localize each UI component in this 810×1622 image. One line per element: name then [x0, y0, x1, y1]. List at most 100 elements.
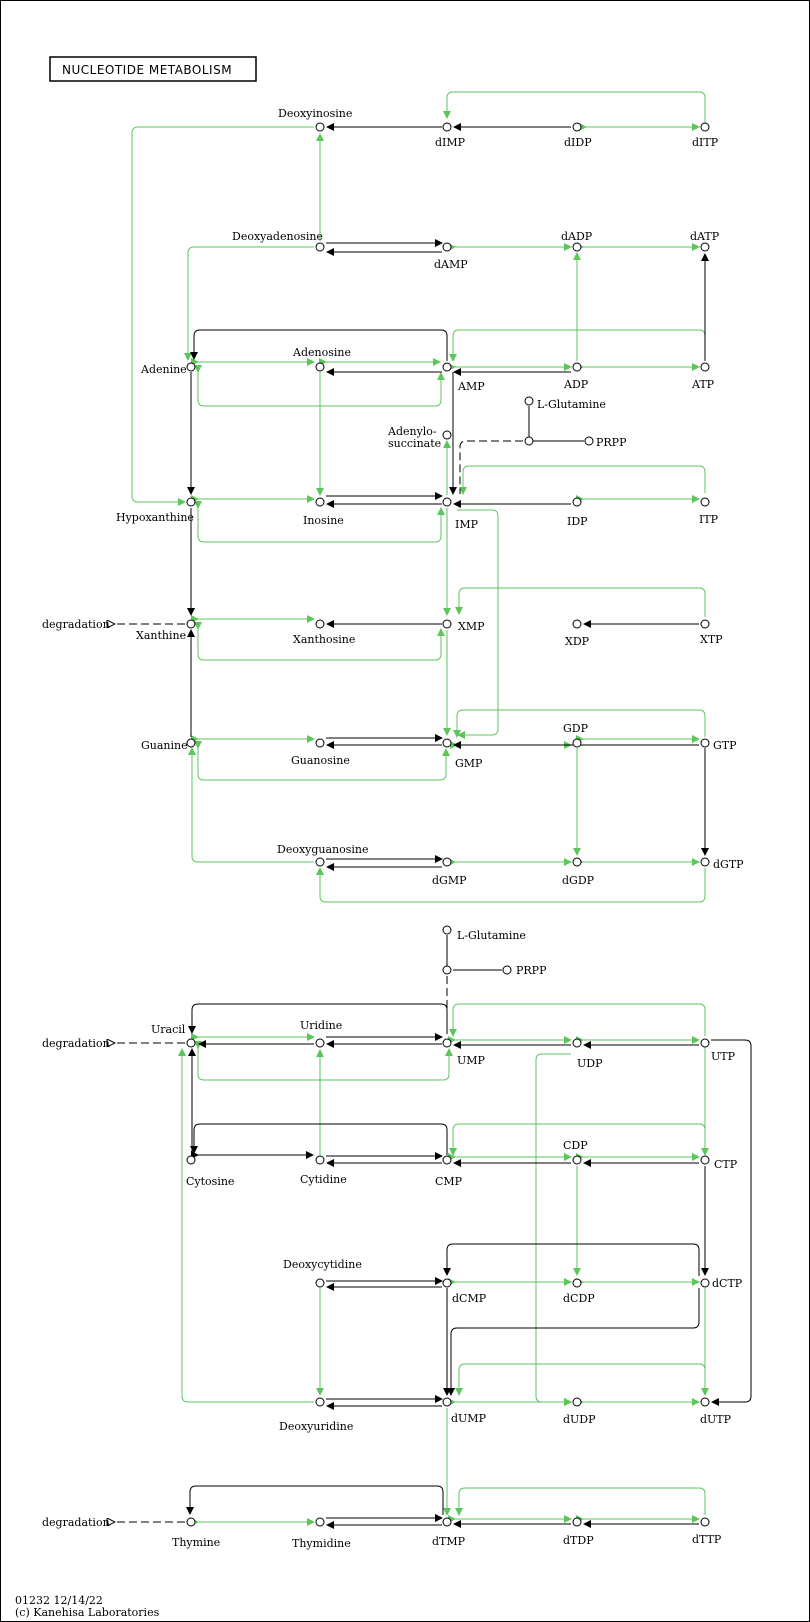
compound-label-deoxyinosine: Deoxyinosine	[278, 107, 352, 120]
compound-label-dgmp: dGMP	[432, 874, 467, 887]
compound-label-ctp: CTP	[714, 1158, 738, 1171]
compound-label-deoxyadenosine: Deoxyadenosine	[232, 230, 323, 243]
compound-label-damp: dAMP	[434, 258, 468, 271]
compound-node-adenylosuccinate[interactable]	[442, 430, 452, 440]
edge-dttp-dtmp	[455, 1487, 706, 1516]
compound-node-deoxyadenosine[interactable]	[315, 242, 325, 252]
edge-ump-uracil	[188, 1003, 448, 1034]
compound-label-ditp: dITP	[692, 136, 719, 149]
compound-label-guanosine: Guanosine	[291, 754, 350, 767]
compound-label-atp: ATP	[691, 378, 715, 391]
compound-node-dudp[interactable]	[572, 1397, 582, 1407]
compound-node-deoxyuridine[interactable]	[315, 1397, 325, 1407]
compound-label-idp: IDP	[567, 515, 588, 528]
compound-node-dcmp[interactable]	[442, 1278, 452, 1288]
compound-node-guanosine[interactable]	[315, 738, 325, 748]
compound-node-atp[interactable]	[700, 362, 710, 372]
edge-imp-gmp	[457, 509, 499, 739]
compound-label-amp: AMP	[457, 380, 485, 393]
compound-node-dtdp[interactable]	[572, 1517, 582, 1527]
compound-label-lglutamine2: L-Glutamine	[457, 929, 526, 942]
compound-node-thymine[interactable]	[186, 1517, 196, 1527]
compound-node-udp[interactable]	[572, 1038, 582, 1048]
compound-node-uracil[interactable]	[186, 1038, 196, 1048]
edge-itp-imp	[459, 465, 706, 495]
compound-node-uridine[interactable]	[315, 1038, 325, 1048]
compound-node-gdp[interactable]	[572, 738, 582, 748]
compound-node-dadp[interactable]	[572, 242, 582, 252]
edge-deoxyguanosine-guanine	[188, 747, 314, 863]
compound-node-damp[interactable]	[442, 242, 452, 252]
compound-node-dimp[interactable]	[442, 122, 452, 132]
compound-node-xmp[interactable]	[442, 619, 452, 629]
edge-cmp-cytosine	[190, 1123, 448, 1155]
map-title: NUCLEOTIDE METABOLISM	[62, 63, 232, 77]
compound-node-idp[interactable]	[572, 497, 582, 507]
edge-ditp-dimp	[443, 91, 706, 127]
compound-node-itp[interactable]	[700, 497, 710, 507]
compound-node-gmp[interactable]	[442, 738, 452, 748]
compound-node-ump[interactable]	[442, 1038, 452, 1048]
compound-node-xanthosine[interactable]	[315, 619, 325, 629]
edge-dgtp-deoxyguanosine	[316, 867, 706, 903]
compound-node-dgmp[interactable]	[442, 857, 452, 867]
compound-node-xanthine[interactable]	[186, 619, 196, 629]
compound-node-dgtp[interactable]	[700, 857, 710, 867]
edge-deoxyinosine-hypoxanthine	[131, 126, 314, 506]
compound-label-udp: UDP	[577, 1057, 603, 1070]
compound-node-dcdp[interactable]	[572, 1278, 582, 1288]
compound-node-didp[interactable]	[572, 122, 582, 132]
title-box	[49, 56, 257, 82]
compound-node-utp[interactable]	[700, 1038, 710, 1048]
compound-label-dttp: dTTP	[692, 1533, 722, 1546]
compound-node-adenine[interactable]	[186, 362, 196, 372]
compound-label-dcdp: dCDP	[563, 1292, 595, 1305]
compound-node-dttp[interactable]	[700, 1517, 710, 1527]
compound-label-degradation3: degradation	[42, 1516, 110, 1529]
compound-label-uridine: Uridine	[300, 1019, 342, 1032]
compound-node-dump[interactable]	[442, 1397, 452, 1407]
compound-node-inosine[interactable]	[315, 497, 325, 507]
compound-label-xtp: XTP	[700, 633, 723, 646]
compound-node-dtmp[interactable]	[442, 1517, 452, 1527]
compound-node-imp[interactable]	[442, 497, 452, 507]
compound-node-ditp[interactable]	[700, 122, 710, 132]
compound-node-junction2[interactable]	[442, 965, 452, 975]
compound-node-cmp[interactable]	[442, 1155, 452, 1165]
compound-label-ump: UMP	[457, 1054, 486, 1067]
compound-node-lglutamine1[interactable]	[524, 396, 534, 406]
compound-node-xtp[interactable]	[700, 619, 710, 629]
compound-node-cytidine[interactable]	[315, 1155, 325, 1165]
footer-id-date: 01232 12/14/22	[15, 1594, 103, 1607]
compound-node-dutp[interactable]	[700, 1397, 710, 1407]
compound-node-deoxyguanosine[interactable]	[315, 857, 325, 867]
compound-node-deoxycytidine[interactable]	[315, 1278, 325, 1288]
compound-label-dump: dUMP	[451, 1412, 487, 1425]
compound-node-ctp[interactable]	[700, 1155, 710, 1165]
compound-label-inosine: Inosine	[303, 514, 344, 527]
compound-node-dgdp[interactable]	[572, 857, 582, 867]
compound-node-xdp[interactable]	[572, 619, 582, 629]
compound-node-hypoxanthine[interactable]	[186, 497, 196, 507]
compound-node-prpp1[interactable]	[584, 436, 594, 446]
compound-node-cdp[interactable]	[572, 1155, 582, 1165]
compound-node-guanine[interactable]	[186, 738, 196, 748]
compound-node-junction1[interactable]	[524, 436, 534, 446]
compound-node-dctp[interactable]	[700, 1278, 710, 1288]
compound-node-prpp2[interactable]	[502, 965, 512, 975]
edge-guanine-gmp-loop	[194, 741, 450, 781]
compound-node-cytosine[interactable]	[186, 1155, 196, 1165]
compound-node-thymidine[interactable]	[315, 1517, 325, 1527]
compound-node-adp[interactable]	[572, 362, 582, 372]
compound-node-adenosine[interactable]	[315, 362, 325, 372]
compound-node-deoxyinosine[interactable]	[315, 122, 325, 132]
compound-label-cytidine: Cytidine	[300, 1173, 347, 1186]
compound-node-amp[interactable]	[442, 362, 452, 372]
compound-node-datp[interactable]	[700, 242, 710, 252]
compound-label-cytosine: Cytosine	[186, 1175, 234, 1188]
edge-utp-ump	[449, 1003, 706, 1037]
compound-node-lglutamine2[interactable]	[442, 925, 452, 935]
edge-dctp-dcmp	[443, 1243, 700, 1276]
compound-node-gtp[interactable]	[700, 738, 710, 748]
